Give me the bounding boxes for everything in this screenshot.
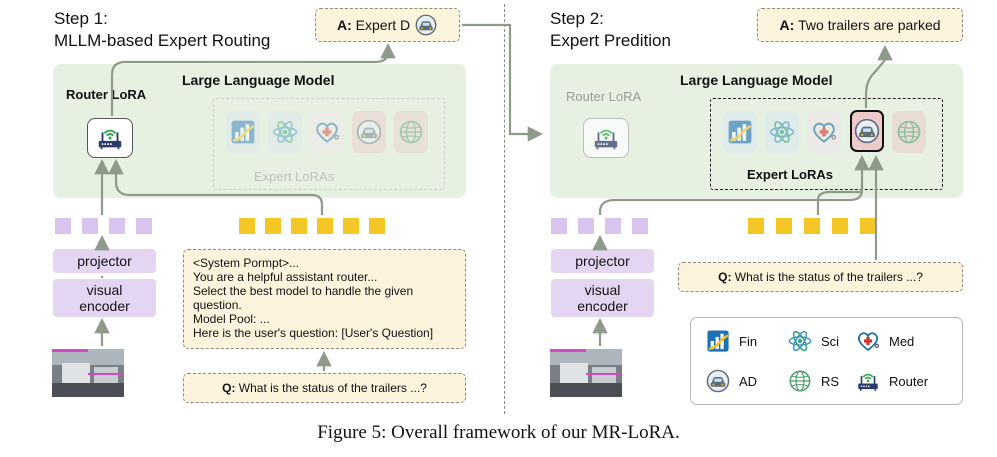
text-token [832,218,848,234]
step2-lora-ad-selected [850,110,884,152]
text-token [776,218,792,234]
step1-answer-text: Expert D [355,17,411,33]
arrow-router-to-answer-1 [110,42,396,116]
step1-input-image [52,349,124,397]
step2-router-lora [583,118,629,158]
legend-label: AD [739,373,758,389]
visual-token [55,218,71,234]
step2-answer-prefix: A: [779,17,795,33]
step1-question-text: What is the status of the trailers ...? [238,381,427,395]
legend-label: Med [889,333,915,349]
arrow-expert-to-answer-2 [864,44,893,108]
step2-answer-box: A: Two trailers are parked [757,8,963,42]
step2-experts-label: Expert LoRAs [747,167,833,182]
legend-item-med: Med [855,328,914,354]
step2-encoder-line1: visual [584,282,621,298]
text-token [804,218,820,234]
legend-item-rs: RS [787,368,839,394]
legend-label: Fin [739,333,758,349]
text-token [343,218,359,234]
step1-router-lora [87,118,133,158]
visual-token [605,218,621,234]
step2-answer-text: Two trailers are parked [798,17,941,33]
step1-answer-box: A: Expert D [315,8,460,42]
step2-input-image [550,349,622,397]
visual-token [109,218,125,234]
step2-encoder-line2: encoder [577,298,628,314]
step1-system-prompt: <System Pormpt>... You are a helpful ass… [183,249,466,349]
step1-question-box: Q: What is the status of the trailers ..… [183,373,466,403]
step2-llm-title: Large Language Model [680,72,833,88]
visual-token [632,218,648,234]
step2-title-line1: Step 2: [550,9,604,28]
step2-lora-sci [765,111,799,153]
text-token [860,218,876,234]
step1-lora-sci [268,111,302,153]
step1-lora-fin [226,111,260,153]
step1-answer-prefix: A: [336,17,352,33]
step1-encoder-line2: encoder [79,298,130,314]
text-token [265,218,281,234]
visual-token [136,218,152,234]
legend: Fin Sci Med AD RS Router [690,317,963,405]
text-token [369,218,385,234]
step1-question-prefix: Q: [222,381,236,395]
step2-question-text: What is the status of the trailers ...? [734,270,923,284]
step2-title: Step 2: Expert Predition [550,8,671,52]
prompt-line: Model Pool: ... [193,312,270,326]
visual-token [82,218,98,234]
step1-lora-ad [352,111,386,153]
step2-question-box: Q: What is the status of the trailers ..… [678,262,963,292]
arrow-visual-to-expert-2 [598,154,870,215]
step2-lora-rs [892,111,926,153]
text-token [291,218,307,234]
step1-visual-encoder: visual encoder [53,279,156,317]
text-token [748,218,764,234]
arrow-step1-to-step2 [462,23,544,142]
step1-title: Step 1: MLLM-based Expert Routing [54,8,270,52]
prompt-line: <System Pormpt>... [193,256,300,270]
step1-title-line1: Step 1: [54,9,108,28]
step1-expert-loras-region: Expert LoRAs [213,98,445,190]
text-token [239,218,255,234]
legend-label: Sci [821,333,840,349]
prompt-line: Select the best model to handle the give… [193,284,414,298]
legend-label: Router [889,373,929,389]
step1-lora-med [310,111,344,153]
legend-label: RS [821,373,840,389]
step-divider [504,4,505,414]
visual-token [551,218,567,234]
step1-router-title: Router LoRA [66,87,147,102]
prompt-line: question. [193,298,242,312]
arrow-text-join-2 [816,190,862,215]
step1-llm-title: Large Language Model [182,72,335,88]
step1-title-line2: MLLM-based Expert Routing [54,31,271,50]
legend-item-sci: Sci [787,328,839,354]
step2-lora-fin [723,111,757,153]
figure-caption: Figure 5: Overall framework of our MR-Lo… [317,422,680,443]
step2-lora-med [807,111,841,153]
legend-item-fin: Fin [705,328,757,354]
step1-experts-label: Expert LoRAs [254,169,335,184]
step2-projector: projector [551,249,654,273]
legend-item-ad: AD [705,368,757,394]
visual-token [578,218,594,234]
step2-question-prefix: Q: [718,270,732,284]
prompt-line: You are a helpful assistant router... [193,270,378,284]
step1-projector: projector [53,249,156,273]
step2-visual-encoder: visual encoder [551,279,654,317]
step2-router-title: Router LoRA [566,89,642,104]
step2-title-line2: Expert Predition [550,31,671,50]
step1-encoder-line1: visual [86,282,123,298]
prompt-line: Here is the user's question: [User's Que… [193,326,434,340]
legend-item-router: Router [855,368,928,394]
text-token [317,218,333,234]
arrow-text-to-router-1 [108,158,324,215]
step2-expert-loras-region: Expert LoRAs [710,98,943,190]
step1-lora-rs [394,111,428,153]
